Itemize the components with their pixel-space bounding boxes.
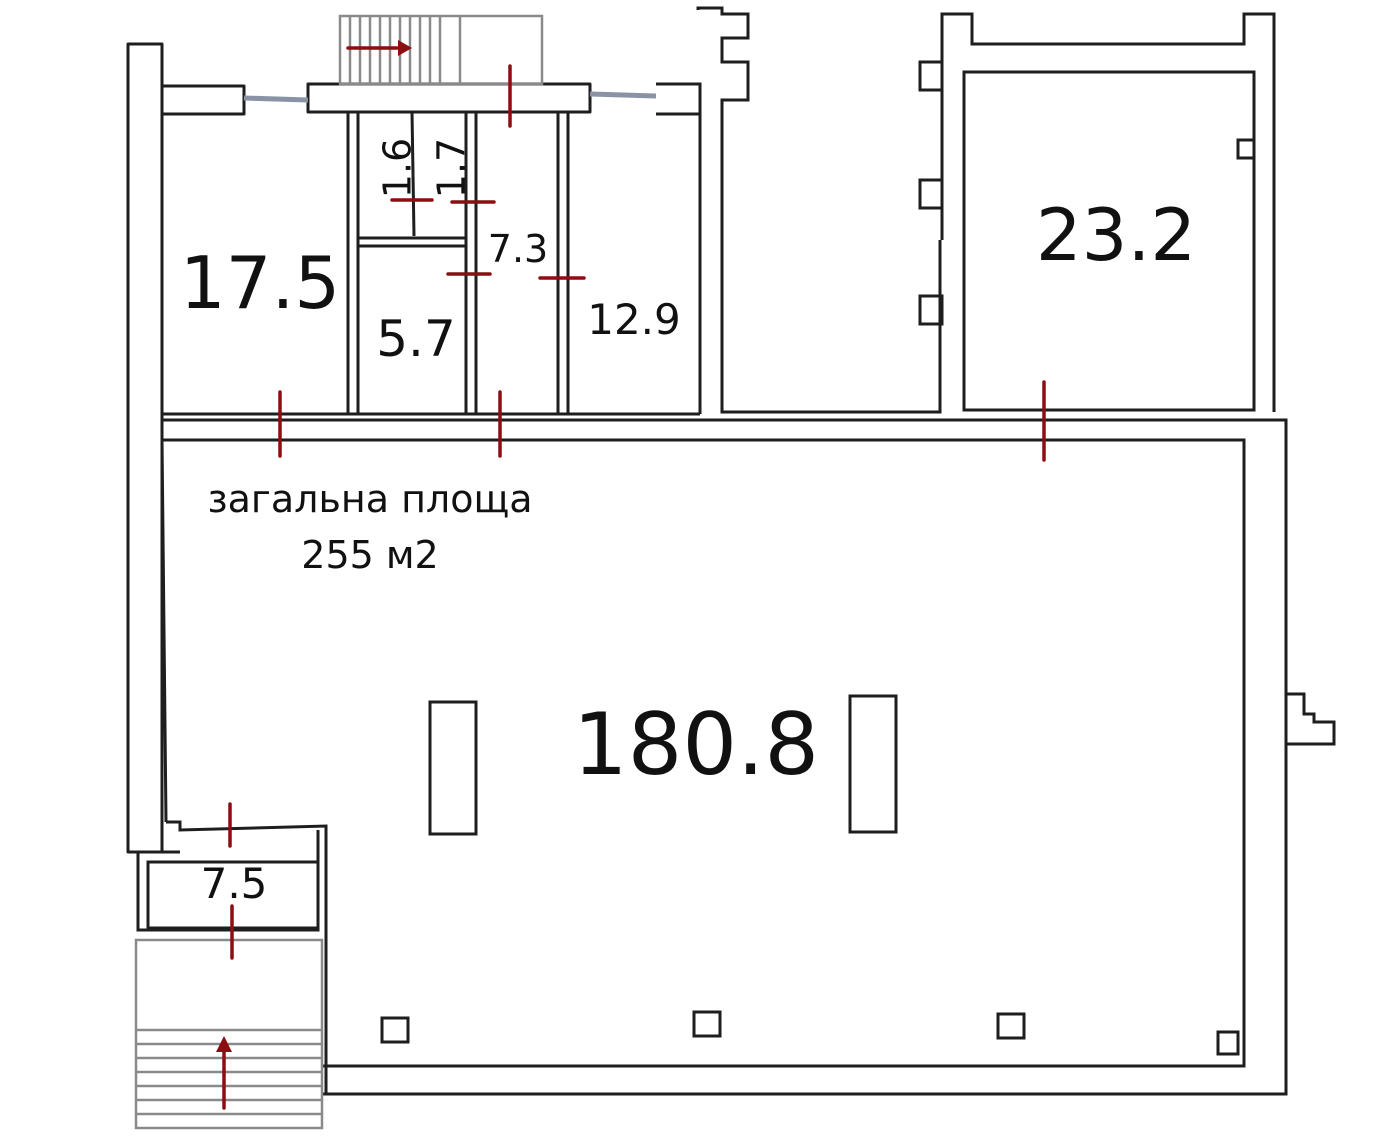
entrance-arrow-head <box>216 1036 232 1052</box>
top-left-block <box>160 14 702 416</box>
column-right-1 <box>918 60 944 92</box>
top-wall-right-segment <box>656 82 702 116</box>
right-block-outer-wall <box>940 12 1276 412</box>
middle-column <box>696 6 942 414</box>
partition-wall-3 <box>556 110 570 416</box>
top-wall-center-segment <box>306 82 592 114</box>
column-bottom-1 <box>380 1016 410 1044</box>
total-area-value: 255 м2 <box>301 533 438 577</box>
area-room-right-small: 12.9 <box>587 295 681 344</box>
right-wall-bump <box>1286 692 1336 746</box>
column-right-4 <box>1236 138 1256 160</box>
hall-pillar-right <box>848 694 898 834</box>
middle-column-wall <box>696 6 942 414</box>
total-area-label: загальна площа <box>207 477 532 521</box>
window-right <box>589 91 657 99</box>
labels: 180.8 23.2 17.5 12.9 5.7 7.3 1.6 1.7 7.5… <box>180 138 1196 908</box>
area-wc-2: 1.7 <box>430 138 474 198</box>
hall-pillar-left <box>428 700 478 836</box>
area-room-left: 17.5 <box>180 241 340 325</box>
room-23-walls <box>962 70 1256 412</box>
hall-columns <box>380 694 1240 1056</box>
area-corridor: 7.3 <box>488 227 548 271</box>
column-right-2 <box>918 178 944 210</box>
right-block <box>918 12 1276 412</box>
entrance-stairs <box>134 938 324 1130</box>
hall-left-wall <box>160 439 168 823</box>
column-right-3 <box>918 294 944 326</box>
outer-walls <box>126 42 1336 1096</box>
window-left <box>243 95 309 103</box>
area-room-right: 23.2 <box>1036 193 1196 277</box>
area-wc-1: 1.6 <box>376 138 420 198</box>
partition-wall-2 <box>464 110 478 416</box>
door-markers <box>228 64 1046 960</box>
partition-wall-1 <box>346 110 360 416</box>
left-wall <box>126 42 164 854</box>
stair-arrow-head <box>398 40 412 56</box>
top-wall-left-segment <box>160 84 246 116</box>
vestibule-top-wall <box>166 820 328 1094</box>
area-main-hall: 180.8 <box>573 695 819 795</box>
area-vestibule: 7.5 <box>201 859 268 908</box>
wc-divider <box>410 111 416 237</box>
hall-inner-outline <box>162 438 1246 1068</box>
column-bottom-2 <box>692 1010 722 1038</box>
column-bottom-3 <box>996 1012 1026 1040</box>
column-bottom-4 <box>1216 1030 1240 1056</box>
hall-outer-outline <box>162 418 1288 1096</box>
area-room-center: 5.7 <box>376 310 456 368</box>
